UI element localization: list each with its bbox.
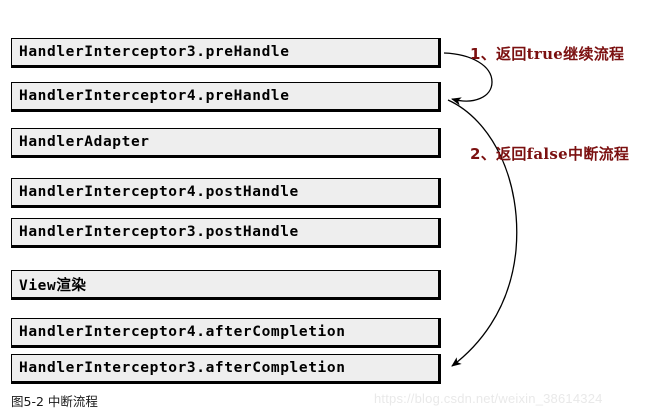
box-label: HandlerInterceptor4.afterCompletion [19, 324, 346, 340]
box-interceptor3-posthandle: HandlerInterceptor3.postHandle [11, 218, 441, 248]
annotation-suffix: 中断流程 [568, 145, 630, 163]
box-label: HandlerInterceptor3.preHandle [19, 44, 290, 60]
annotation-return-true: 1、返回true继续流程 [470, 43, 624, 64]
figure-caption: 图5-2 中断流程 [11, 394, 98, 409]
box-label: HandlerInterceptor3.afterCompletion [19, 360, 346, 376]
box-label: View渲染 [19, 277, 87, 294]
box-interceptor4-posthandle: HandlerInterceptor4.postHandle [11, 178, 441, 208]
box-handleradapter: HandlerAdapter [11, 128, 441, 158]
annotation-prefix: 返回 [496, 45, 527, 63]
box-label: HandlerInterceptor4.preHandle [19, 88, 290, 104]
box-interceptor3-prehandle: HandlerInterceptor3.preHandle [11, 38, 441, 68]
annotation-return-false: 2、返回false中断流程 [470, 143, 629, 164]
annotation-keyword: true [526, 45, 564, 63]
annotation-index: 2、 [470, 145, 497, 163]
annotation-keyword: false [526, 145, 569, 163]
annotation-index: 1、 [470, 45, 497, 63]
box-label: HandlerInterceptor3.postHandle [19, 224, 299, 240]
box-view-render: View渲染 [11, 270, 441, 300]
annotation-suffix: 继续流程 [563, 45, 625, 63]
box-label: HandlerInterceptor4.postHandle [19, 184, 299, 200]
box-interceptor4-aftercompletion: HandlerInterceptor4.afterCompletion [11, 318, 441, 348]
arrow-return-false [447, 99, 518, 367]
annotation-prefix: 返回 [496, 145, 527, 163]
box-label: HandlerAdapter [19, 134, 150, 150]
box-interceptor3-aftercompletion: HandlerInterceptor3.afterCompletion [11, 354, 441, 384]
watermark-url: https://blog.csdn.net/weixin_38614324 [374, 391, 603, 406]
box-interceptor4-prehandle: HandlerInterceptor4.preHandle [11, 82, 441, 112]
